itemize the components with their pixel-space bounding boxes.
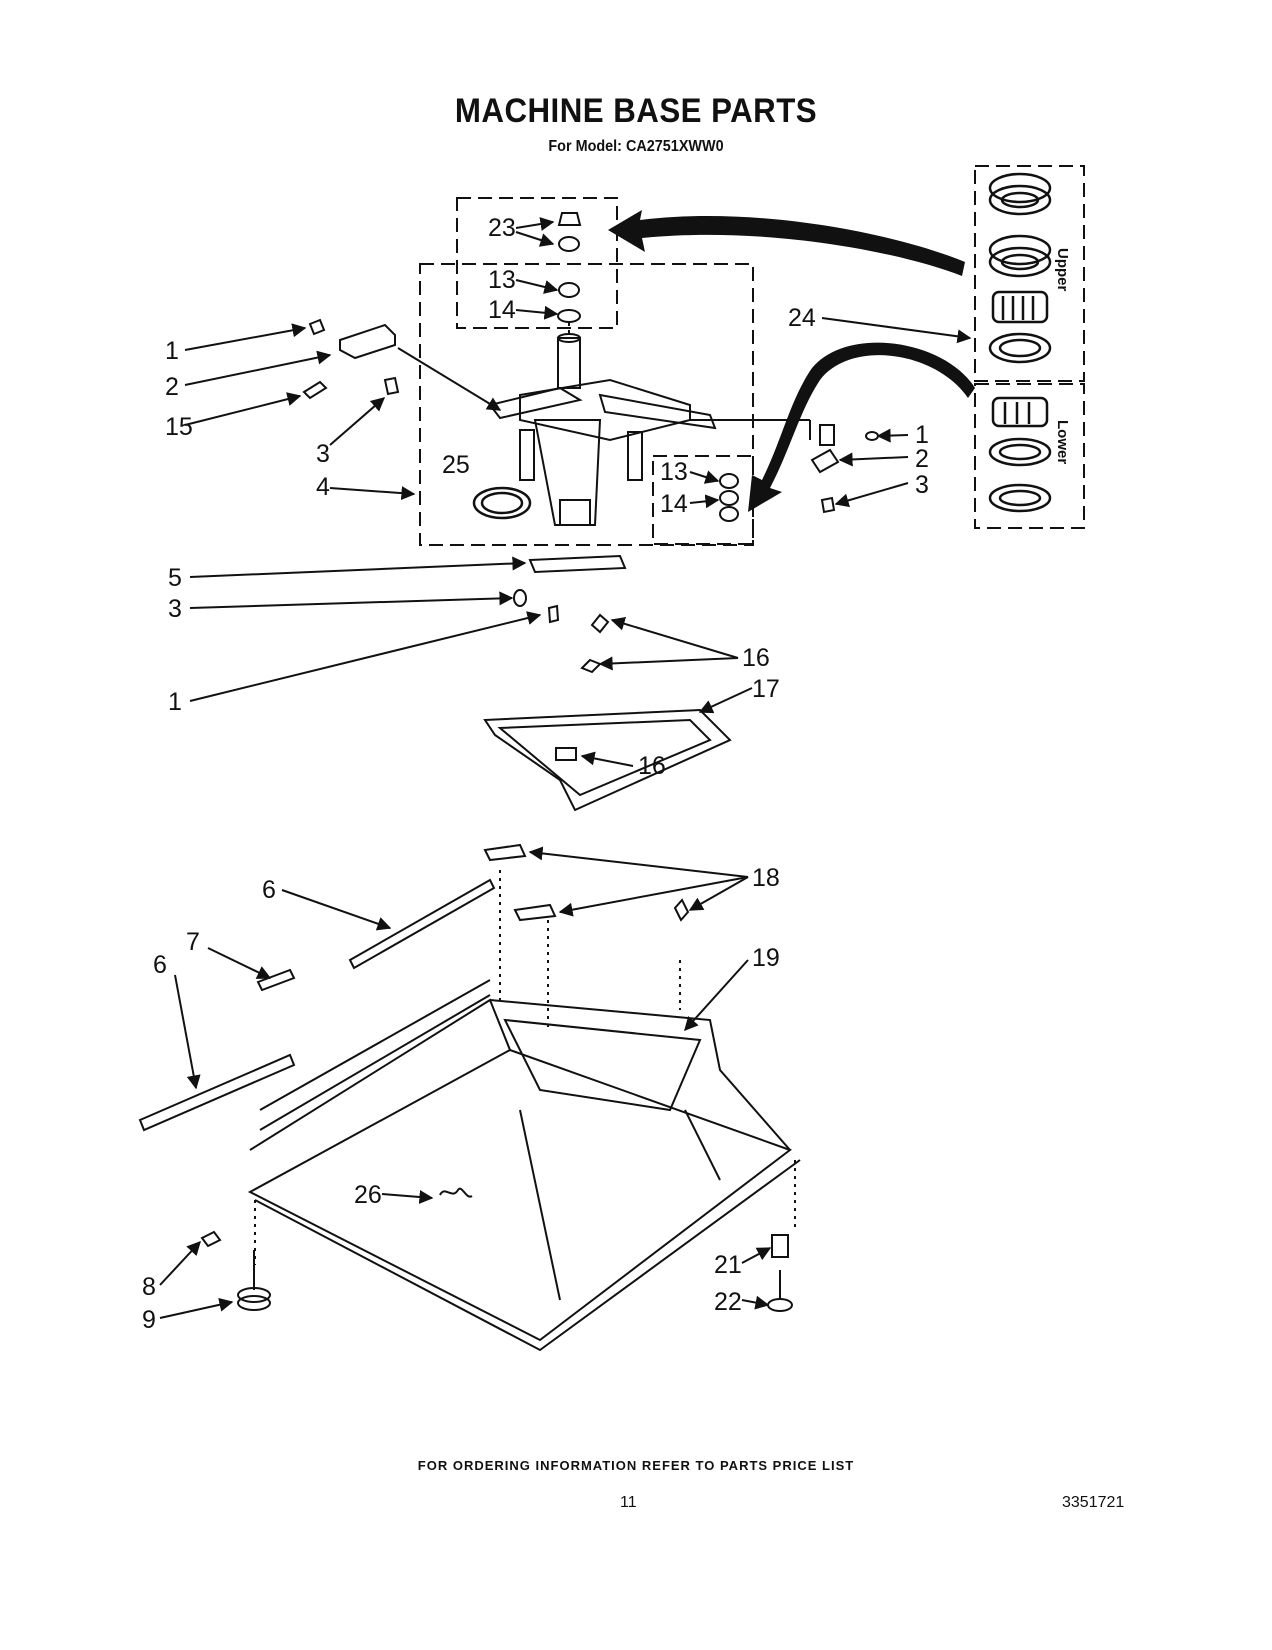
pads-and-clips-18 — [483, 843, 690, 922]
callout-3: 3 — [316, 440, 330, 468]
callout-numbers: 1 2 15 3 4 25 23 13 14 24 1 2 3 13 14 5 … — [142, 214, 929, 1334]
callout-23: 23 — [488, 214, 516, 242]
lower-bearing-box — [652, 455, 754, 545]
callout-1: 1 — [168, 688, 182, 716]
lower-bearing-stack — [988, 396, 1052, 513]
mid-bracket-parts — [513, 554, 627, 624]
callout-16: 16 — [742, 644, 770, 672]
callout-14: 14 — [660, 490, 688, 518]
left-bracket-parts — [302, 318, 400, 400]
callout-1: 1 — [165, 337, 179, 365]
callout-19: 19 — [752, 944, 780, 972]
callout-21: 21 — [714, 1251, 742, 1279]
lower-arrow — [748, 342, 975, 512]
callout-25: 25 — [442, 451, 470, 479]
upper-bearing-stack — [988, 172, 1052, 364]
right-bracket-parts — [810, 424, 879, 514]
dashed-group-boxes — [419, 165, 1085, 546]
bearing-seal-25 — [472, 486, 532, 520]
inset-arrows — [608, 210, 975, 512]
callout-7: 7 — [186, 928, 200, 956]
callout-9: 9 — [142, 1306, 156, 1334]
lower-bearing-inset — [974, 383, 1085, 529]
callout-1: 1 — [915, 421, 929, 449]
callout-13: 13 — [660, 458, 688, 486]
callout-2: 2 — [165, 373, 179, 401]
top-bearing-parts — [557, 212, 582, 338]
callout-18: 18 — [752, 864, 780, 892]
callout-14: 14 — [488, 296, 516, 324]
page-number: 11 — [620, 1494, 637, 1511]
ordering-note: FOR ORDERING INFORMATION REFER TO PARTS … — [417, 1458, 855, 1473]
callout-8: 8 — [142, 1273, 156, 1301]
pin-7 — [256, 968, 296, 992]
callout-24: 24 — [788, 304, 816, 332]
callout-3: 3 — [168, 595, 182, 623]
transmission-assembly — [488, 333, 811, 526]
callout-26: 26 — [354, 1181, 382, 1209]
bearing-kit-inset — [988, 172, 1052, 513]
model-subtitle: For Model: CA2751XWW0 — [548, 138, 724, 155]
side-rails-6 — [138, 878, 496, 1132]
leveling-feet — [200, 1230, 793, 1312]
callout-6: 6 — [153, 951, 167, 979]
upper-label: Upper — [1054, 248, 1071, 292]
document-number: 3351721 — [1062, 1494, 1125, 1511]
callout-16: 16 — [638, 752, 666, 780]
spring-26 — [439, 1187, 473, 1198]
callout-6: 6 — [262, 876, 276, 904]
callout-13: 13 — [488, 266, 516, 294]
base-frame-19 — [247, 870, 801, 1352]
callout-5: 5 — [168, 564, 182, 592]
callout-2: 2 — [915, 445, 929, 473]
transmission-box — [419, 263, 754, 546]
callout-22: 22 — [714, 1288, 742, 1316]
lower-bearing-parts — [719, 473, 739, 522]
top-bearing-box — [456, 197, 618, 329]
callout-17: 17 — [752, 675, 780, 703]
callout-4: 4 — [316, 473, 330, 501]
page-title: MACHINE BASE PARTS — [454, 92, 818, 130]
lower-label: Lower — [1054, 420, 1071, 464]
callout-3: 3 — [915, 471, 929, 499]
callout-15: 15 — [165, 413, 193, 441]
upper-bearing-inset — [974, 165, 1085, 382]
upper-arrow — [608, 210, 965, 276]
leader-lines — [159, 217, 972, 1319]
